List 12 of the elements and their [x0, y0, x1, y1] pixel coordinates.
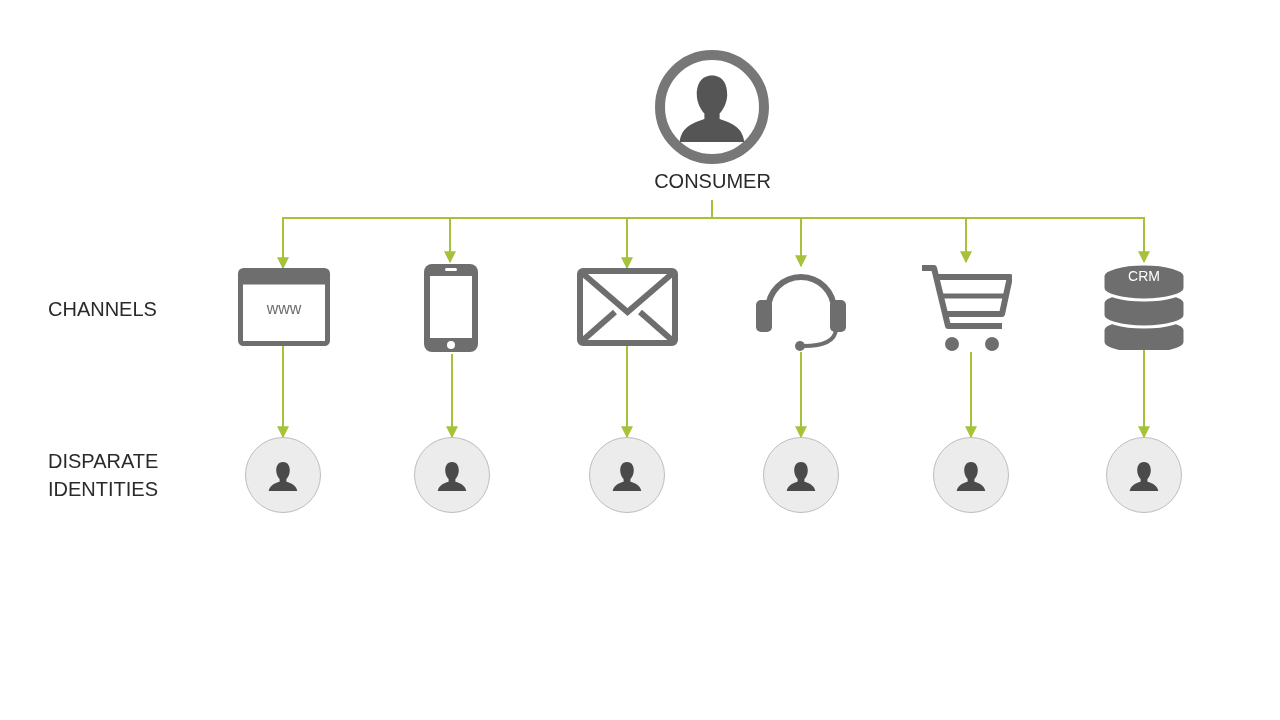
- arrow: [277, 345, 289, 439]
- arrow: [621, 345, 633, 439]
- icon-text: www: [265, 300, 303, 318]
- arrow: [795, 351, 807, 439]
- row-label: DISPARATE IDENTITIES: [48, 449, 160, 502]
- node-label: CONSUMER: [653, 170, 772, 193]
- arrow: [965, 351, 977, 439]
- arrow: [1138, 349, 1150, 439]
- arrow: [446, 353, 458, 439]
- row-label: CHANNELS: [48, 297, 158, 322]
- arrow: [711, 199, 1150, 264]
- icon-text: CRM: [1127, 268, 1161, 284]
